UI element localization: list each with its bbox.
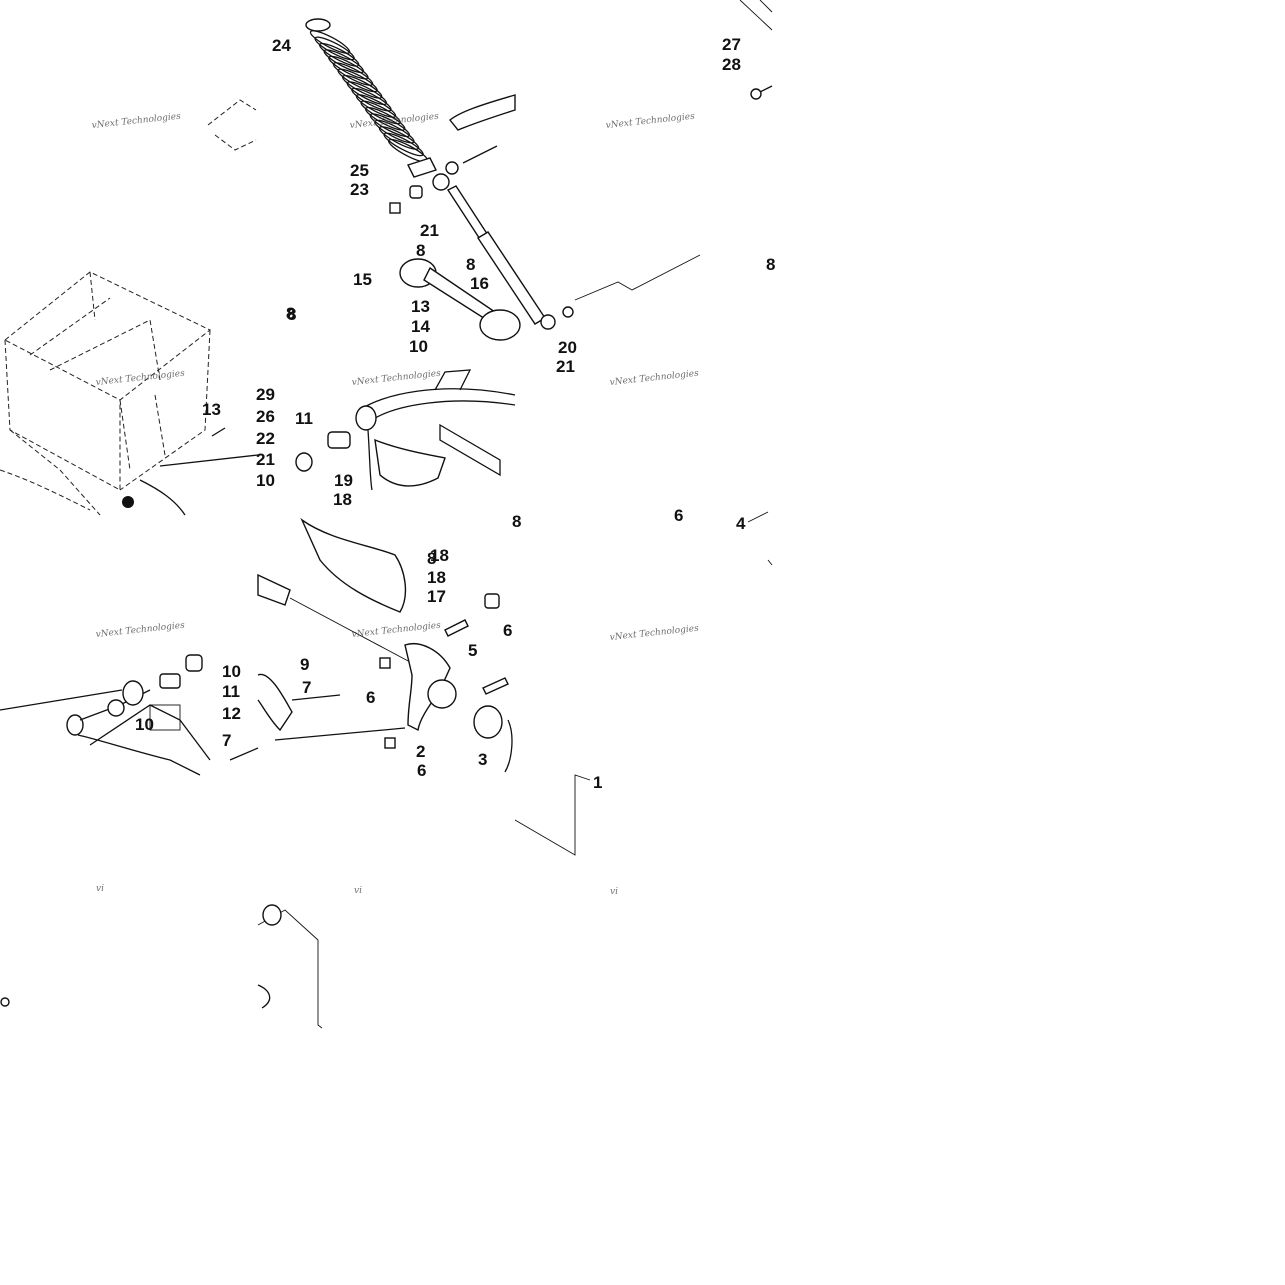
cv-guard <box>300 517 407 613</box>
callout-label: 11 <box>222 682 240 701</box>
upper-a-arm <box>355 369 516 491</box>
watermark: vNext Technologies <box>95 621 185 640</box>
callout-label: 6 <box>366 688 375 707</box>
callout-label: 10 <box>256 471 275 490</box>
watermark: vNext Technologies <box>605 112 695 131</box>
callout-label: 19 <box>334 471 353 490</box>
callout-label: 6 <box>503 621 512 640</box>
watermark: vNext Technologies <box>91 112 181 131</box>
watermark: vNext Technologies <box>609 624 699 643</box>
stabilizer-bracket <box>229 673 406 761</box>
callout-label: 15 <box>353 270 372 289</box>
watermark-fragment: vi <box>610 887 618 897</box>
vehicle-frame <box>0 271 259 516</box>
cv-shaft-stub <box>257 573 411 663</box>
svg-text:vNext Technologies: vNext Technologies <box>609 369 699 388</box>
svg-text:vNext Technologies: vNext Technologies <box>351 369 441 388</box>
callout-label: 16 <box>470 274 489 293</box>
callout-label: 8 <box>287 305 296 324</box>
spring-seat <box>407 157 437 178</box>
callout-label: 8 <box>766 255 775 274</box>
callout-label: 20 <box>558 338 577 357</box>
svg-text:vNext Technologies: vNext Technologies <box>609 624 699 643</box>
bushings-left <box>211 427 351 472</box>
callout-label: 3 <box>478 750 487 769</box>
watermark: vNext Technologies <box>351 369 441 388</box>
callout-label: 24 <box>272 36 291 55</box>
callout-label: 10 <box>409 337 428 356</box>
skid-plate <box>374 438 446 487</box>
callout-label: 2 <box>416 742 425 761</box>
callout-label: 10 <box>222 662 241 681</box>
callout-label: 6 <box>674 506 683 525</box>
svg-text:vNext Technologies: vNext Technologies <box>95 621 185 640</box>
callout-label: 23 <box>350 180 369 199</box>
callout-label: 21 <box>420 221 439 240</box>
callout-label: 27 <box>722 35 741 54</box>
callout-label: 8 <box>427 549 436 568</box>
callout-label: 13 <box>411 297 430 316</box>
watermark: vNext Technologies <box>95 369 185 388</box>
callout-label: 8 <box>512 512 521 531</box>
callout-label: 1 <box>593 773 602 792</box>
callout-label: 18 <box>333 490 352 509</box>
callout-label: 12 <box>222 704 241 723</box>
steering-knuckle <box>404 643 513 773</box>
callout-label: 28 <box>722 55 741 74</box>
callout-label: 25 <box>350 161 369 180</box>
callout-label: 6 <box>417 761 426 780</box>
callout-label: 7 <box>302 678 311 697</box>
callout-label: 21 <box>256 450 275 469</box>
watermark: vNext Technologies <box>609 369 699 388</box>
callout-label: 8 <box>286 304 295 323</box>
callout-label: 29 <box>256 385 275 404</box>
shock-absorber <box>432 173 574 330</box>
lower-a-arm <box>0 654 211 776</box>
callout-label: 10 <box>135 715 154 734</box>
callout-label: 9 <box>300 655 309 674</box>
small-parts-misc <box>0 85 773 1009</box>
frame-fragment-top-left <box>207 99 257 151</box>
spanner-wrench <box>449 94 516 131</box>
watermark: vNext Technologies <box>351 621 441 640</box>
knuckle-pins <box>379 593 509 749</box>
callout-label: 4 <box>736 514 746 533</box>
callout-label: 18 <box>430 546 449 565</box>
svg-text:vNext Technologies: vNext Technologies <box>605 112 695 131</box>
svg-text:vNext Technologies: vNext Technologies <box>95 369 185 388</box>
watermark-fragment: vi <box>96 884 104 894</box>
callout-label: 21 <box>556 357 575 376</box>
callout-label: 7 <box>222 731 231 750</box>
callout-label: 18 <box>427 568 446 587</box>
callout-label: 8 <box>466 255 475 274</box>
callout-label: 26 <box>256 407 275 426</box>
callout-label: 8 <box>416 241 425 260</box>
callout-label: 14 <box>411 317 430 336</box>
callout-label: 17 <box>427 587 446 606</box>
shock-hardware <box>389 145 498 214</box>
callout-label: 22 <box>256 429 275 448</box>
callout-label: 11 <box>295 409 313 428</box>
drive-axle <box>399 258 521 341</box>
callout-label: 5 <box>468 641 477 660</box>
coil-spring <box>305 18 429 163</box>
callout-label: 13 <box>202 400 221 419</box>
watermarks: vNext Technologies vNext Technologies vNex… <box>91 112 699 897</box>
svg-text:vNext Technologies: vNext Technologies <box>91 112 181 131</box>
watermark-fragment: vi <box>354 886 362 896</box>
svg-text:vNext Technologies: vNext Technologies <box>351 621 441 640</box>
